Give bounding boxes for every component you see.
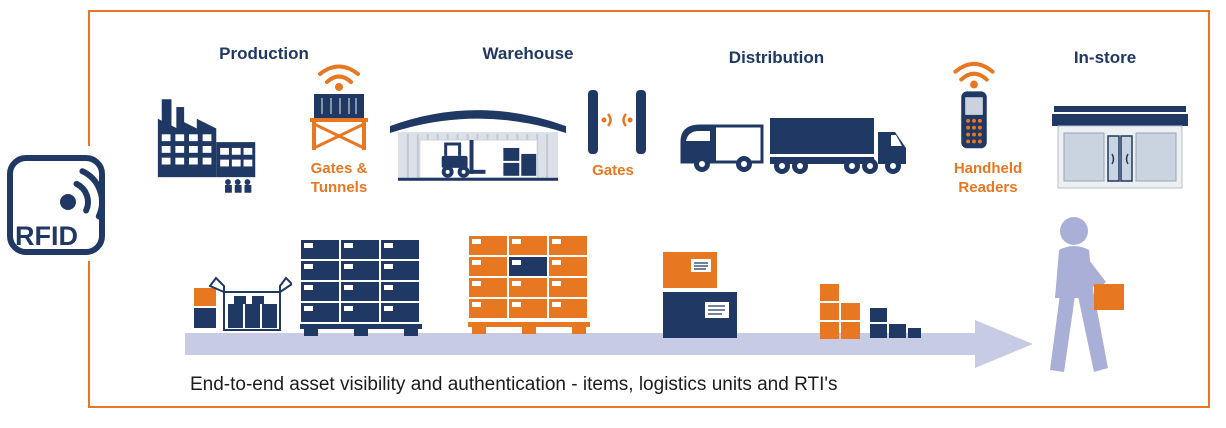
stage-label-distribution: Distribution (728, 48, 825, 67)
signal-wave-icon (622, 113, 628, 127)
rfid-logo: RFID (6, 146, 136, 261)
workers-icon (225, 179, 252, 193)
signal-dot-icon (335, 83, 343, 91)
truck-icon (678, 104, 924, 188)
pallet-base-icon (300, 324, 422, 336)
rfid-tunnel-icon (298, 56, 380, 156)
open-box-icon (192, 256, 292, 336)
van-icon (680, 124, 764, 172)
signal-wave-icon (959, 71, 989, 82)
rfid-logo-text: RFID (15, 221, 78, 251)
checkpoint-label-gates-tunnels: Gates & Tunnels (310, 160, 368, 196)
warehouse-icon (386, 92, 570, 187)
rfid-gate-icon (584, 88, 650, 158)
signal-dot-icon (60, 194, 76, 210)
signal-dot-icon (970, 80, 978, 89)
signal-wave-icon (606, 113, 612, 127)
signal-dot-icon (627, 117, 633, 123)
semi-truck-icon (770, 118, 906, 174)
stage-label-warehouse: Warehouse (482, 44, 574, 63)
signal-wave-icon (325, 74, 353, 84)
person-icon (1030, 214, 1142, 374)
boxes-icon (503, 147, 537, 176)
forklift-icon (441, 139, 486, 178)
small-boxes-icon (818, 282, 936, 342)
stage-label-instore: In-store (1073, 48, 1137, 67)
caption-text: End-to-end asset visibility and authenti… (190, 374, 838, 395)
signal-wave-icon (318, 64, 360, 76)
checkpoint-label-handheld-readers: Handheld Readers (953, 160, 1023, 196)
pallet-stack-orange-icon (468, 234, 590, 338)
handheld-reader-icon (946, 56, 1002, 164)
flow-arrow (185, 320, 1035, 368)
signal-wave-icon (79, 168, 105, 220)
store-icon (1052, 106, 1188, 192)
signal-wave-icon (953, 61, 995, 74)
factory-icon (152, 96, 264, 196)
parcel-stack-icon (663, 252, 763, 342)
pallet-base-icon (468, 322, 590, 334)
door-icon (1107, 135, 1133, 182)
signal-wave-icon (73, 180, 91, 214)
pallet-stack-navy-icon (300, 238, 422, 338)
carried-box-icon (1094, 284, 1124, 310)
signal-dot-icon (601, 117, 607, 123)
stage-label-production: Production (219, 44, 309, 63)
checkpoint-label-gates: Gates (592, 162, 634, 179)
